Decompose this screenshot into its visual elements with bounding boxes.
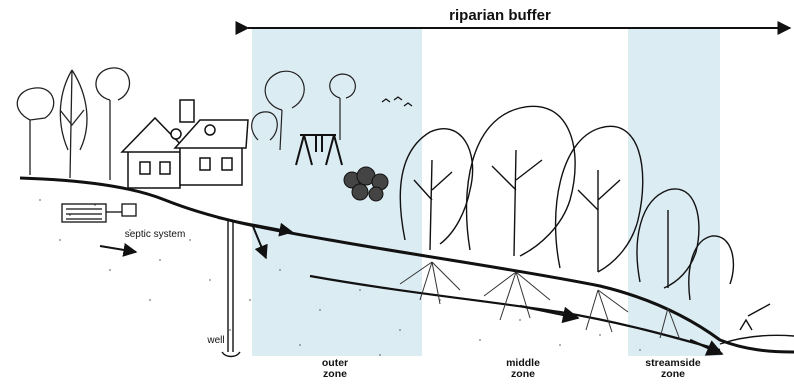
middle-zone-label: middle zone <box>478 358 568 379</box>
middle-zone-line1: middle <box>478 358 568 369</box>
outer-zone-line1: outer <box>290 358 380 369</box>
outer-zone-band <box>252 28 422 356</box>
well-label: well <box>196 336 236 346</box>
riparian-buffer-title: riparian buffer <box>390 8 610 23</box>
streamside-zone-label: streamside zone <box>628 358 718 379</box>
septic-system-label: septic system <box>100 230 210 240</box>
house <box>122 100 248 188</box>
middle-zone-line2: zone <box>478 369 568 380</box>
streamside-zone-line1: streamside <box>628 358 718 369</box>
outer-zone-line2: zone <box>290 369 380 380</box>
groundwater-arrow-middle <box>520 306 578 318</box>
outer-zone-label: outer zone <box>290 358 380 379</box>
septic-flow-arrow <box>100 246 136 252</box>
streamside-zone-line2: zone <box>628 369 718 380</box>
background-trees-left <box>17 68 129 180</box>
stream-bank <box>720 304 794 344</box>
septic-tank <box>62 204 136 222</box>
